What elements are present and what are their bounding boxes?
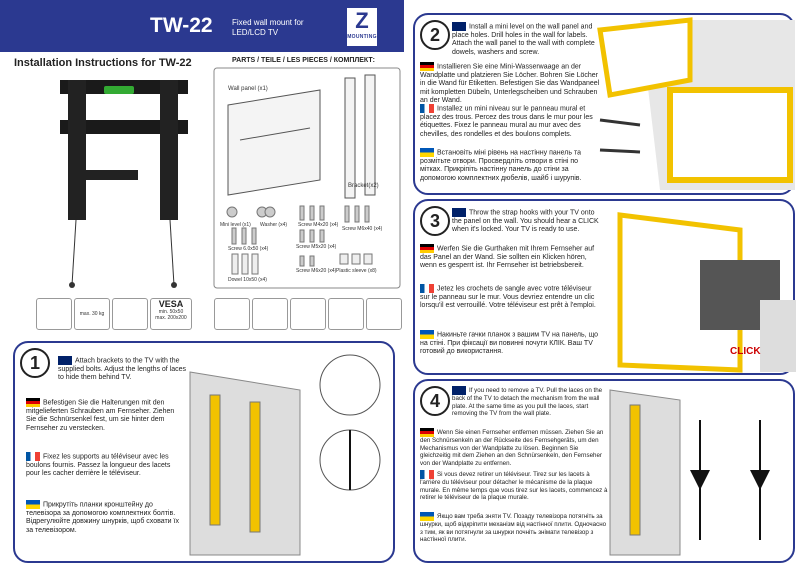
tape-measure-icon bbox=[328, 298, 364, 330]
parts-heading: PARTS / TEILE / LES PIECES / КОМПЛЕКТ: bbox=[232, 57, 375, 64]
part-label: Plastic sleeve (x8) bbox=[336, 268, 377, 274]
part-label: Screw 6.0x50 (x4) bbox=[228, 246, 269, 252]
header-banner: TW-22 Fixed wall mount for LED/LCD TV Z … bbox=[0, 0, 404, 52]
ua-flag-icon bbox=[420, 512, 434, 521]
wall-panel-label: Wall panel (x1) bbox=[228, 86, 268, 92]
vesa-min: min. 50x50 bbox=[158, 309, 184, 315]
pencil-icon bbox=[366, 298, 402, 330]
step-text: Attach brackets to the TV with the suppl… bbox=[58, 357, 187, 382]
step-4-frame bbox=[413, 379, 795, 563]
click-label: CLICK bbox=[730, 346, 761, 357]
logo-letter: Z bbox=[355, 8, 369, 33]
step-3-illustration bbox=[617, 212, 796, 373]
step-1-en: Attach brackets to the TV with the suppl… bbox=[58, 356, 188, 383]
step-3-frame bbox=[413, 199, 795, 375]
step-text: Прикрутіть планки кронштейну до телевізо… bbox=[26, 501, 179, 534]
step-text: Throw the strap hooks with your TV onto … bbox=[452, 209, 599, 234]
uk-flag-icon bbox=[58, 356, 72, 365]
part-label: Screw M5x20 (x4) bbox=[296, 244, 337, 250]
product-photo bbox=[60, 80, 188, 288]
part-label: Dowel 10x50 (x4) bbox=[228, 277, 267, 283]
step-text: Jetez les crochets de sangle avec votre … bbox=[420, 285, 596, 310]
step-text: Fixez les supports au téléviseur avec le… bbox=[26, 453, 171, 478]
step-2-ua: Встановіть міні рівень на настінну панел… bbox=[420, 148, 600, 183]
de-flag-icon bbox=[420, 244, 434, 253]
step-4-number: 4 bbox=[420, 386, 450, 416]
step-4-de: Wenn Sie einen Fernseher entfernen müsse… bbox=[420, 428, 608, 467]
uk-flag-icon bbox=[452, 208, 466, 217]
bracket-label: Bracket(x2) bbox=[348, 183, 379, 189]
hardware-drawings bbox=[226, 205, 373, 275]
step-1-number: 1 bbox=[20, 348, 50, 378]
fr-flag-icon bbox=[420, 470, 434, 479]
wall-icon bbox=[112, 298, 148, 330]
step-text: Befestigen Sie die Halterungen mit den m… bbox=[26, 399, 175, 432]
ua-flag-icon bbox=[420, 148, 434, 157]
vesa-max: max. 200x200 bbox=[155, 315, 187, 321]
step-2-number: 2 bbox=[420, 20, 450, 50]
step-3-fr: Jetez les crochets de sangle avec votre … bbox=[420, 284, 600, 311]
drill-bit-icon bbox=[252, 298, 288, 330]
part-label: Screw M4x20 (x4) bbox=[298, 222, 339, 228]
model-description: Fixed wall mount for LED/LCD TV bbox=[232, 18, 304, 37]
uk-flag-icon bbox=[452, 386, 466, 395]
part-label: Mini level (x1) bbox=[220, 222, 251, 228]
fr-flag-icon bbox=[26, 452, 40, 461]
step-4-illustration bbox=[609, 389, 770, 556]
wall-panel-drawing bbox=[227, 74, 376, 199]
step-1-ua: Прикрутіть планки кронштейну до телевізо… bbox=[26, 500, 186, 535]
logo-text: MOUNTING bbox=[347, 34, 377, 40]
de-flag-icon bbox=[420, 428, 434, 437]
ua-flag-icon bbox=[26, 500, 40, 509]
vesa-label: VESA bbox=[158, 299, 184, 309]
step-1-illustration bbox=[189, 354, 381, 556]
step-text: Werfen Sie die Gurthaken mit Ihrem Ferns… bbox=[420, 245, 595, 270]
step-1-frame bbox=[13, 341, 395, 563]
step-text: Install a mini level on the wall panel a… bbox=[452, 23, 595, 56]
step-2-en: Install a mini level on the wall panel a… bbox=[452, 22, 600, 57]
step-text: Wenn Sie einen Fernseher entfernen müsse… bbox=[420, 429, 604, 467]
step-4-fr: Si vous devez retirer un téléviseur. Tir… bbox=[420, 470, 608, 502]
step-3-number: 3 bbox=[420, 206, 450, 236]
model-name: TW-22 bbox=[150, 14, 213, 37]
vesa-icon: VESA min. 50x50 max. 200x200 bbox=[150, 298, 192, 330]
step-text: Якщо вам треба зняти TV. Позаду телевізо… bbox=[420, 513, 607, 543]
weight-icon: max. 30 kg bbox=[74, 298, 110, 330]
step-text: Installieren Sie eine Mini-Wasserwaage a… bbox=[420, 63, 600, 105]
tv-size-icon bbox=[36, 298, 72, 330]
step-4-ua: Якщо вам треба зняти TV. Позаду телевізо… bbox=[420, 512, 608, 544]
step-3-ua: Накиньте гачки планок з вашим TV на пане… bbox=[420, 330, 600, 357]
de-flag-icon bbox=[26, 398, 40, 407]
uk-flag-icon bbox=[452, 22, 466, 31]
drill-icon bbox=[290, 298, 326, 330]
brand-logo: Z MOUNTING bbox=[347, 8, 377, 46]
step-text: Накиньте гачки планок з вашим TV на пане… bbox=[420, 331, 599, 356]
step-3-en: Throw the strap hooks with your TV onto … bbox=[452, 208, 602, 235]
part-label: Screw M6x20 (x4) bbox=[296, 268, 337, 274]
screwdriver-icon bbox=[214, 298, 250, 330]
de-flag-icon bbox=[420, 62, 434, 71]
step-text: Installez un mini niveau sur le panneau … bbox=[420, 105, 593, 138]
step-text: Встановіть міні рівень на настінну панел… bbox=[420, 149, 582, 182]
fr-flag-icon bbox=[420, 284, 434, 293]
part-label: Screw M6x40 (x4) bbox=[342, 226, 383, 232]
step-3-de: Werfen Sie die Gurthaken mit Ihrem Ferns… bbox=[420, 244, 600, 271]
step-1-fr: Fixez les supports au téléviseur avec le… bbox=[26, 452, 186, 479]
step-text: Si vous devez retirer un téléviseur. Tir… bbox=[420, 471, 608, 501]
ua-flag-icon bbox=[420, 330, 434, 339]
install-title: Installation Instructions for TW-22 bbox=[14, 57, 192, 69]
max-load-label: max. 30 kg bbox=[79, 311, 105, 317]
step-text: If you need to remove a TV. Pull the lac… bbox=[452, 387, 603, 417]
step-2-fr: Installez un mini niveau sur le panneau … bbox=[420, 104, 600, 139]
step-1-de: Befestigen Sie die Halterungen mit den m… bbox=[26, 398, 186, 433]
step-4-en: If you need to remove a TV. Pull the lac… bbox=[452, 386, 608, 418]
part-label: Washer (x4) bbox=[260, 222, 288, 228]
step-2-illustration bbox=[597, 17, 795, 190]
step-2-de: Installieren Sie eine Mini-Wasserwaage a… bbox=[420, 62, 600, 106]
fr-flag-icon bbox=[420, 104, 434, 113]
